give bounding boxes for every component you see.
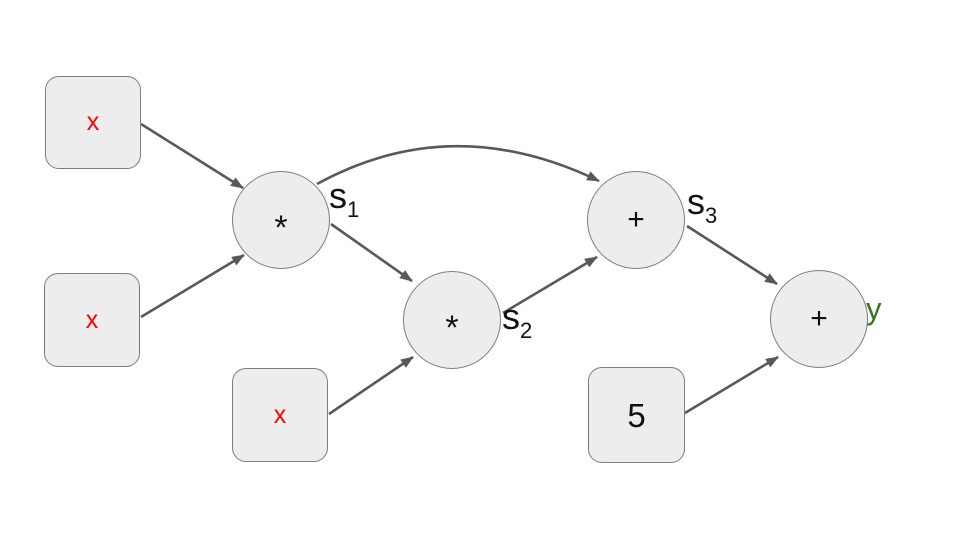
signal-label-s2-subscript: 2 <box>520 318 533 343</box>
input-node-x2-label: x <box>85 305 99 334</box>
input-node-x1-label: x <box>86 108 100 136</box>
edge-input2-op1 <box>140 253 245 319</box>
edge-constant-op4 <box>684 355 779 415</box>
op-node-s1-label: * <box>274 209 288 247</box>
edge-input1-op1 <box>140 122 244 190</box>
op-node-add-output: + <box>770 270 868 368</box>
op-node-add-s3: + <box>587 171 685 269</box>
op-node-s3-label: + <box>627 203 645 236</box>
signal-label-s3-letter: s <box>687 181 705 222</box>
op-node-s2-label: * <box>445 309 459 347</box>
op-node-multiply-s2: * <box>403 271 501 369</box>
op-node-multiply-s1: * <box>232 171 330 269</box>
signal-label-s1-subscript: 1 <box>347 197 360 222</box>
edge-input3-op2 <box>328 355 414 416</box>
input-node-x3-label: x <box>273 400 287 429</box>
signal-label-s3: s3 <box>687 184 717 227</box>
constant-node-5: 5 <box>588 367 685 463</box>
signal-label-s2: s2 <box>502 299 532 342</box>
edge-op2-op3 <box>502 255 598 315</box>
constant-node-5-label: 5 <box>627 396 646 434</box>
edge-op1-op3-curved <box>316 144 600 186</box>
signal-label-s1-letter: s <box>329 175 347 216</box>
input-node-x3: x <box>232 368 328 462</box>
signal-label-s2-letter: s <box>502 296 520 337</box>
edge-op3-op4 <box>686 224 778 286</box>
signal-label-s3-subscript: 3 <box>705 203 718 228</box>
output-label-y: y <box>866 291 882 326</box>
op-node-output-label: + <box>810 302 828 335</box>
input-node-x1: x <box>45 76 141 169</box>
edge-op1-op2 <box>330 222 413 283</box>
input-node-x2: x <box>44 273 140 367</box>
signal-label-s1: s1 <box>329 178 359 221</box>
